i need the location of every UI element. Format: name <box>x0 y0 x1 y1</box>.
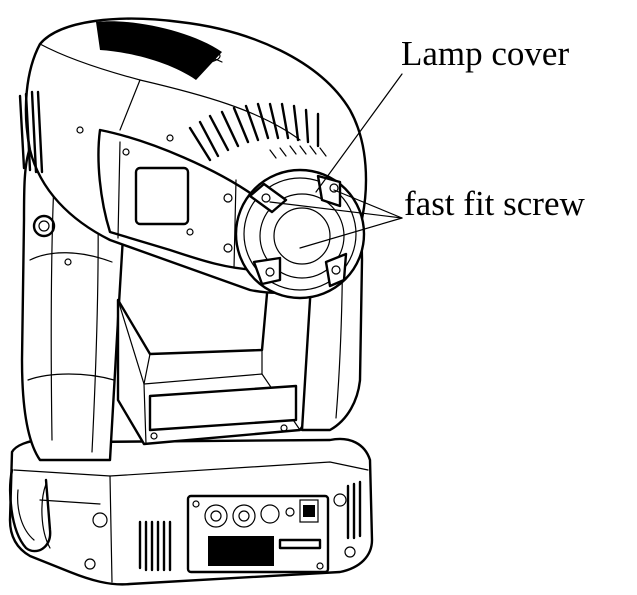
fixture-head <box>18 17 368 300</box>
lamp-cover-label: Lamp cover <box>401 34 570 73</box>
fast-fit-screw-label: fast fit screw <box>404 184 585 223</box>
callout-lamp-cover <box>315 73 403 193</box>
lamp-cover <box>234 168 366 300</box>
base-vent-left <box>138 520 172 572</box>
base-vent-right <box>346 480 362 540</box>
top-vent <box>96 21 222 81</box>
fixture-base <box>8 437 374 586</box>
head-side-vent <box>18 90 44 174</box>
callout-fast-fit-screw <box>269 189 403 249</box>
heat-sink-fins <box>188 102 320 162</box>
